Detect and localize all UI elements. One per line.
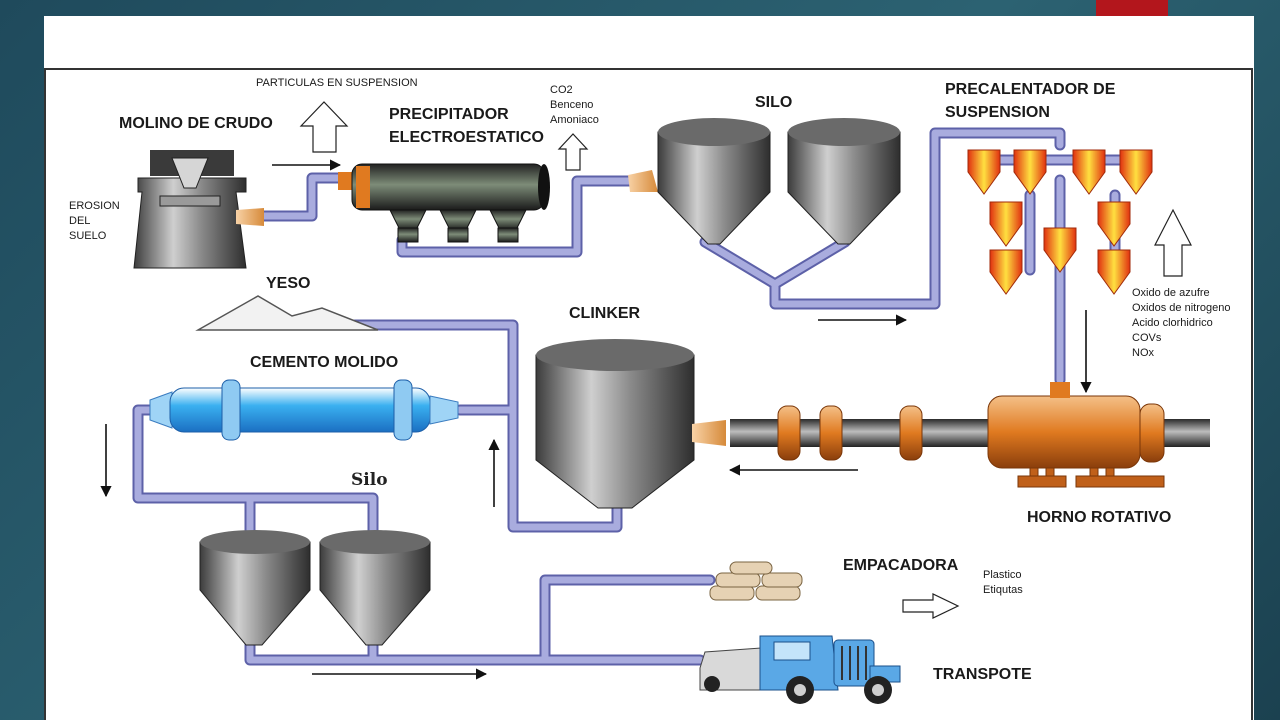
emission-gas-line: NOx — [1132, 347, 1154, 359]
raw-silos — [628, 118, 901, 245]
emission-gas-line: CO2 — [550, 84, 573, 96]
diagram-frame — [44, 68, 1253, 720]
label-kiln: HORNO ROTATIVO — [1027, 509, 1172, 526]
cement-silos — [199, 530, 431, 646]
flow-arrows — [100, 159, 1092, 680]
label-precipitator-1: PRECIPITADOR — [389, 106, 509, 123]
emission-kiln-gases: Oxido de azufre Oxidos de nitrogeno Acid… — [1132, 286, 1230, 361]
label-cement-mill: CEMENTO MOLIDO — [250, 354, 399, 371]
rotary-kiln — [730, 382, 1210, 488]
emission-precipitator-gases: CO2 Benceno Amoniaco — [550, 83, 599, 128]
emission-erosion: EROSION DEL SUELO — [69, 199, 120, 244]
label-preheater-2: SUSPENSION — [945, 104, 1050, 121]
emission-arrows — [299, 101, 1192, 619]
accent-bar — [1096, 0, 1168, 16]
label-packer: EMPACADORA — [843, 557, 959, 574]
label-silo-bottom: Silo — [351, 470, 388, 490]
label-transport: TRANSPOTE — [933, 666, 1032, 683]
label-silo-top: SILO — [755, 94, 793, 111]
emission-gas-line: COVs — [1132, 332, 1162, 344]
emission-packaging-line: Etiqutas — [983, 584, 1023, 596]
label-gypsum: YESO — [266, 275, 311, 292]
raw-mill — [133, 150, 264, 269]
preheater-cyclones — [967, 149, 1153, 295]
emission-gas-line: Oxidos de nitrogeno — [1132, 302, 1231, 314]
cement-mill — [149, 379, 459, 441]
truck — [699, 635, 901, 704]
emission-gas-line: Oxido de azufre — [1132, 287, 1210, 299]
emission-gas-line: Acido clorhidrico — [1132, 317, 1213, 329]
cement-bags — [709, 561, 803, 601]
emission-packaging: Plastico Etiqutas — [983, 568, 1023, 598]
emission-gas-line: Amoniaco — [550, 114, 599, 126]
emission-particles: PARTICULAS EN SUSPENSION — [256, 77, 418, 89]
emission-erosion-line: EROSION — [69, 200, 120, 212]
emission-erosion-line: SUELO — [69, 230, 107, 242]
label-raw-mill: MOLINO DE CRUDO — [119, 115, 273, 132]
clinker-silo — [535, 339, 726, 509]
label-preheater-1: PRECALENTADOR DE — [945, 81, 1116, 98]
label-precipitator-2: ELECTROESTATICO — [389, 129, 544, 146]
emission-gas-line: Benceno — [550, 99, 594, 111]
emission-packaging-line: Plastico — [983, 569, 1022, 581]
label-clinker: CLINKER — [569, 305, 641, 322]
gypsum-pile — [195, 295, 379, 331]
emission-erosion-line: DEL — [69, 215, 91, 227]
electrostatic-precipitator — [338, 163, 550, 243]
